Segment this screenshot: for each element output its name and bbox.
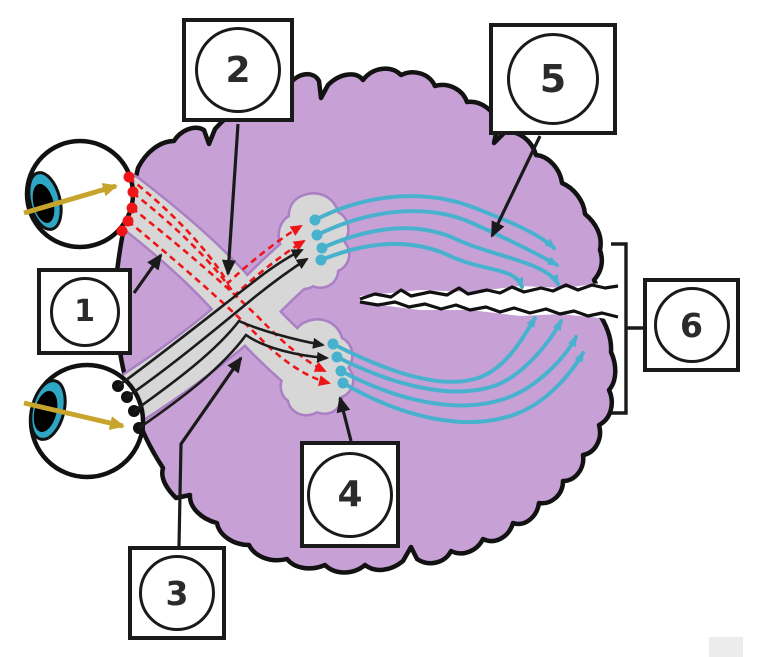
- label-number-6: 6: [680, 305, 703, 345]
- label-box-6: 6: [643, 278, 740, 372]
- label-circle-3: 3: [139, 555, 215, 631]
- eye-top-icon: [23, 138, 136, 250]
- label-number-5: 5: [539, 57, 567, 101]
- label-number-1: 1: [74, 294, 95, 329]
- label-box-4: 4: [300, 441, 400, 548]
- label-box-5: 5: [489, 23, 617, 135]
- lgn-dots-top: [309, 214, 328, 266]
- leader-arrow-1: [132, 253, 163, 294]
- optic-radiations-lower: [331, 316, 585, 425]
- leader-arrow-3: [177, 356, 243, 547]
- red-fiber-paths: [127, 176, 331, 387]
- label-number-3: 3: [165, 573, 189, 613]
- label-6-bracket: [611, 242, 643, 415]
- retina-dots-red: [116, 171, 139, 237]
- pupil-top: [32, 183, 55, 223]
- light-ray-bottom: [23, 400, 125, 430]
- leader-arrow-5: [490, 135, 542, 238]
- label-box-1: 1: [37, 268, 132, 355]
- pupil-bottom: [33, 390, 58, 433]
- black-fiber-paths: [117, 248, 329, 430]
- leader-arrow-2: [221, 123, 240, 276]
- label-box-3: 3: [128, 546, 226, 640]
- label-circle-1: 1: [49, 276, 120, 347]
- label-box-2: 2: [182, 18, 294, 122]
- label-number-4: 4: [337, 474, 363, 515]
- fissure-lower-edge: [359, 300, 619, 319]
- label-leader-arrows: [132, 123, 542, 547]
- label-circle-6: 6: [653, 287, 730, 363]
- brain-outline: [112, 66, 618, 575]
- eye-bottom-icon: [23, 362, 146, 480]
- optic-radiations-upper: [313, 194, 560, 289]
- label-circle-2: 2: [195, 27, 281, 113]
- label-circle-5: 5: [507, 33, 599, 125]
- fissure-upper-edge: [359, 283, 619, 301]
- lgn-dots-bottom: [327, 338, 349, 389]
- lgn-blob-top: [277, 194, 348, 288]
- screen-artifact: [709, 637, 743, 657]
- label-number-2: 2: [225, 49, 251, 91]
- light-ray-top: [23, 182, 118, 216]
- leader-arrow-4: [336, 396, 353, 442]
- label-circle-4: 4: [307, 451, 393, 538]
